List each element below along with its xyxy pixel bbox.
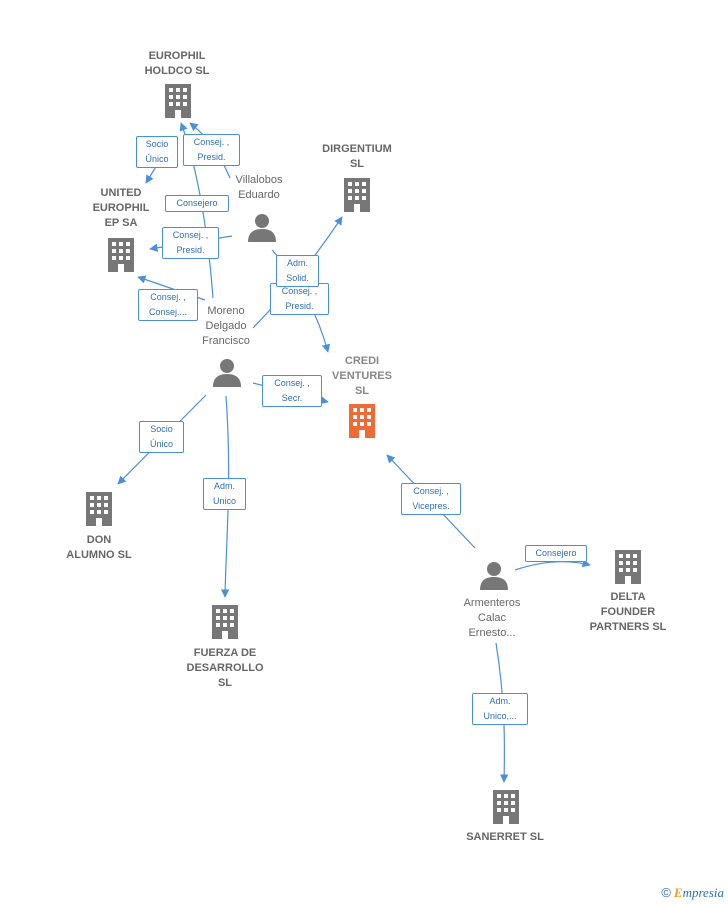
node-label-delta-founder[interactable]: DELTA FOUNDER PARTNERS SL [589, 591, 667, 633]
edge-line-armenteros-delta [514, 559, 591, 571]
building-icon [344, 178, 370, 212]
node-label-sanerret[interactable]: SANERRET SL [466, 831, 544, 843]
node-label-united-europhil[interactable]: UNITED EUROPHIL EP SA [92, 187, 150, 229]
edge-label-consejero: Consejero [525, 545, 587, 562]
node-label-credi-ventures[interactable]: CREDI VENTURES SL [332, 355, 392, 397]
edge-label-socio-unico: Socio Único [139, 421, 184, 453]
edge-label-consej-vicepres: Consej. , Vicepres. [401, 483, 461, 515]
edge-label-adm-unico: Adm. Unico,... [472, 693, 528, 725]
edge-label-consej-presid: Consej. , Presid. [183, 134, 240, 166]
building-icon [108, 238, 134, 272]
node-label-villalobos[interactable]: Villalobos Eduardo [235, 174, 283, 201]
brand-initial: E [673, 885, 683, 900]
edge-label-consej-presid: Consej. , Presid. [162, 227, 219, 259]
brand-name: mpresia [682, 885, 724, 900]
node-label-don-alumno[interactable]: DON ALUMNO SL [66, 534, 132, 561]
building-icon [86, 492, 112, 526]
person-icon [213, 359, 241, 387]
empresia-logo: ©Empresia [661, 885, 724, 901]
building-icon [165, 84, 191, 118]
building-icon [615, 550, 641, 584]
edge-label-consej-consej: Consej. , Consej.... [138, 289, 198, 321]
edge-label-socio-unico: Socio Único [136, 136, 178, 168]
edge-label-consej-presid: Consej. , Presid. [270, 283, 329, 315]
node-label-dirgentium[interactable]: DIRGENTIUM SL [322, 143, 392, 170]
copyright-symbol: © [661, 885, 671, 900]
node-label-europhil-holdco[interactable]: EUROPHIL HOLDCO SL [144, 50, 210, 77]
building-icon [493, 790, 519, 824]
node-label-moreno[interactable]: Moreno Delgado Francisco [202, 305, 250, 347]
edge-label-adm-solid: Adm. Solid. [276, 255, 319, 287]
building-icon-highlighted [349, 404, 375, 438]
edge-label-consej-secr: Consej. , Secr. [262, 375, 322, 407]
edge-label-consejero: Consejero [165, 195, 229, 212]
edge-line-socio-united [145, 164, 158, 184]
person-icon [480, 562, 508, 590]
edge-label-adm-unico: Adm. Unico [203, 478, 246, 510]
building-icon [212, 605, 238, 639]
node-label-fuerza[interactable]: FUERZA DE DESARROLLO SL [186, 647, 264, 689]
node-label-armenteros[interactable]: Armenteros Calac Ernesto... [463, 597, 521, 639]
person-icon [248, 214, 276, 242]
